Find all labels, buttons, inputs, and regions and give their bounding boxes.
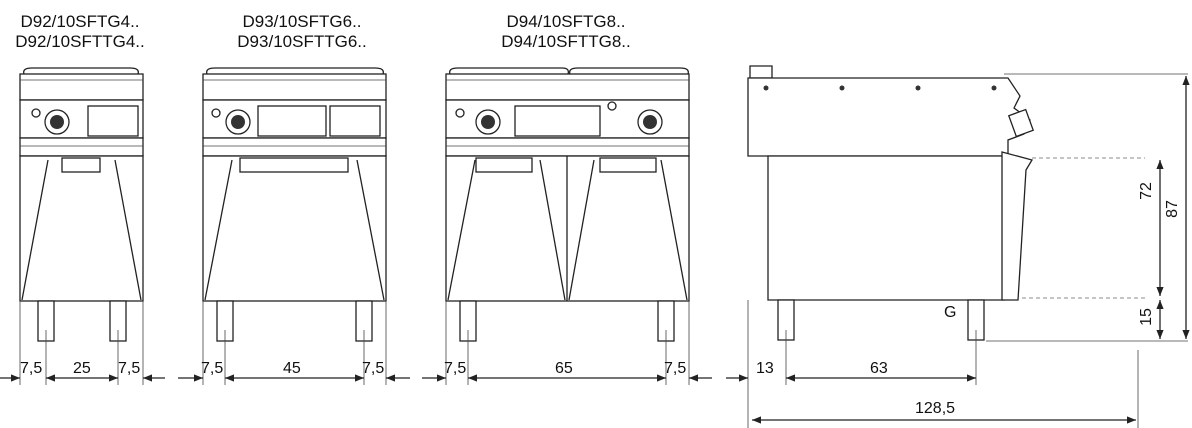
dim-d93-middle: 45 bbox=[283, 360, 301, 377]
model-code-d93-b: D93/10SFTTG6.. bbox=[237, 32, 367, 51]
side-view bbox=[726, 65, 1190, 428]
display-window-d92 bbox=[87, 105, 139, 137]
model-code-d92-a: D92/10SFTG4.. bbox=[20, 12, 140, 31]
control-knob-side bbox=[1007, 108, 1035, 138]
front-view-d93 bbox=[178, 67, 410, 385]
griddle-plate-d94-right bbox=[569, 67, 689, 75]
model-label-d93: D93/10SFTG6.. D93/10SFTTG6.. bbox=[212, 12, 392, 52]
dim-d94-side-right: 7,5 bbox=[664, 360, 687, 377]
front-view-d94 bbox=[422, 67, 712, 385]
dim-d92-middle: 25 bbox=[73, 360, 91, 377]
dim-d92-side-left: 7,5 bbox=[20, 360, 43, 377]
model-label-d92: D92/10SFTG4.. D92/10SFTTG4.. bbox=[0, 12, 160, 52]
dim-d92-side-right: 7,5 bbox=[118, 360, 141, 377]
model-code-d94-b: D94/10SFTTG8.. bbox=[501, 32, 631, 51]
cabinet-d93 bbox=[202, 155, 387, 302]
display-window-d93 bbox=[329, 105, 381, 137]
door-side bbox=[1001, 151, 1034, 301]
cabinet-side bbox=[767, 155, 1005, 301]
cabinet-d92 bbox=[19, 155, 144, 302]
griddle-plate-d94-left bbox=[449, 67, 570, 75]
model-code-d92-b: D92/10SFTTG4.. bbox=[15, 32, 145, 51]
model-code-d93-a: D93/10SFTG6.. bbox=[242, 12, 362, 31]
griddle-plate-d93 bbox=[206, 67, 384, 75]
dim-d93-side-left: 7,5 bbox=[201, 360, 224, 377]
dim-total-depth: 128,5 bbox=[915, 400, 956, 417]
dim-d94-side-left: 7,5 bbox=[444, 360, 467, 377]
griddle-plate-d92 bbox=[23, 67, 139, 75]
front-view-d92 bbox=[0, 67, 165, 385]
model-code-d94-a: D94/10SFTG8.. bbox=[506, 12, 626, 31]
dim-total-height: 87 bbox=[1163, 200, 1181, 218]
splash-guard bbox=[749, 65, 773, 79]
model-label-d94: D94/10SFTG8.. D94/10SFTTG8.. bbox=[476, 12, 656, 52]
dim-body-height: 72 bbox=[1137, 182, 1155, 200]
top-section bbox=[747, 77, 1031, 157]
dim-d94-middle: 65 bbox=[555, 360, 573, 377]
gas-connection-label: G bbox=[944, 304, 957, 321]
dim-leg-height: 15 bbox=[1137, 308, 1155, 326]
dim-front-offset: 13 bbox=[756, 360, 774, 377]
dim-d93-side-right: 7,5 bbox=[362, 360, 385, 377]
dim-leg-span: 63 bbox=[870, 360, 888, 377]
display-window-d94 bbox=[514, 105, 601, 137]
